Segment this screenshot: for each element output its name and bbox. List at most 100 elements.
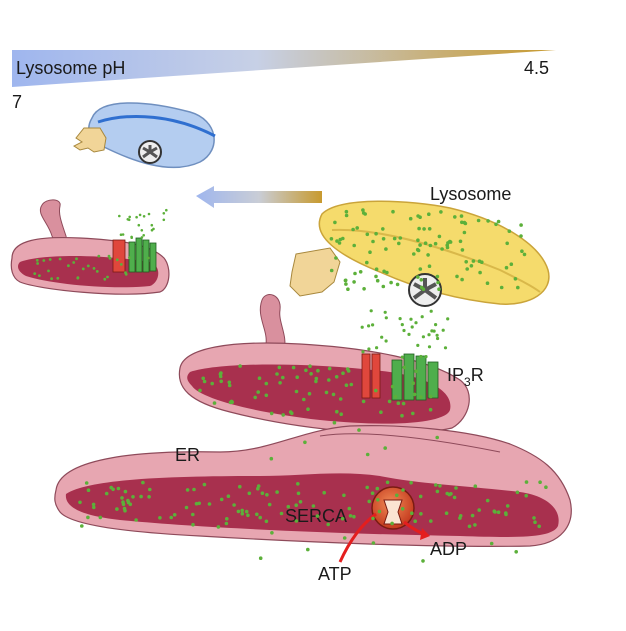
calcium-dot — [412, 252, 416, 256]
calcium-dot — [374, 388, 378, 393]
calcium-dot — [384, 339, 388, 343]
calcium-dot — [460, 277, 464, 282]
calcium-dot — [333, 220, 337, 225]
calcium-dot — [367, 347, 371, 351]
calcium-dot — [371, 541, 376, 545]
ip3r-label: IP3R — [447, 365, 484, 389]
calcium-dot — [428, 243, 433, 248]
calcium-dot — [416, 275, 420, 279]
calcium-dot — [421, 559, 425, 563]
calcium-dot — [407, 332, 411, 336]
calcium-dot — [357, 428, 361, 432]
calcium-dot — [402, 365, 407, 370]
calcium-dot — [226, 494, 231, 499]
calcium-dot — [544, 485, 548, 490]
calcium-dot — [142, 234, 145, 237]
calcium-dot — [304, 368, 308, 373]
calcium-dot — [434, 483, 438, 487]
calcium-dot — [519, 234, 523, 238]
calcium-dot — [361, 399, 366, 404]
calcium-dot — [432, 329, 436, 333]
calcium-dot — [131, 495, 135, 499]
calcium-dot — [194, 501, 199, 506]
calcium-dot — [138, 213, 142, 217]
calcium-dot — [291, 365, 296, 370]
calcium-dot — [224, 521, 229, 526]
calcium-dot — [470, 513, 475, 518]
calcium-dot — [435, 489, 440, 494]
calcium-dot — [413, 519, 418, 523]
lysosome-label: Lysosome — [430, 184, 511, 204]
calcium-dot — [127, 256, 131, 259]
calcium-dot — [294, 519, 299, 523]
calcium-dot — [524, 493, 528, 498]
calcium-dot — [343, 278, 348, 283]
calcium-dot — [314, 376, 319, 381]
direction-arrow-icon — [196, 186, 322, 208]
calcium-dot — [225, 517, 229, 521]
calcium-dot — [128, 215, 131, 219]
calcium-dot — [324, 390, 329, 395]
calcium-dot — [42, 259, 46, 262]
calcium-dot — [436, 280, 440, 285]
calcium-dot — [294, 389, 299, 394]
calcium-dot — [80, 524, 84, 528]
calcium-dot — [400, 323, 404, 327]
calcium-dot — [352, 514, 356, 519]
calcium-dot — [254, 512, 259, 517]
calcium-dot — [429, 394, 433, 399]
calcium-dot — [375, 486, 380, 491]
calcium-dot — [462, 230, 467, 235]
lysosome-receptor-icon — [73, 127, 107, 153]
acidic-lysosome: Lysosome — [289, 184, 550, 307]
calcium-dot — [398, 317, 402, 321]
calcium-dot — [218, 374, 223, 379]
calcium-dot — [409, 480, 413, 485]
calcium-dot — [375, 346, 379, 350]
calcium-dot — [264, 519, 269, 524]
calcium-dot — [91, 502, 96, 507]
calcium-dot — [360, 325, 364, 329]
calcium-dot — [340, 516, 345, 521]
ph-title: Lysosome pH — [16, 58, 125, 78]
calcium-dot — [471, 259, 476, 263]
calcium-dot — [396, 401, 401, 406]
calcium-dot — [365, 485, 370, 490]
calcium-dot — [148, 487, 152, 492]
calcium-dot — [509, 262, 514, 267]
calcium-dot — [361, 350, 365, 354]
calcium-dot — [326, 522, 331, 527]
calcium-dot — [537, 524, 541, 529]
tpc-channel — [361, 353, 381, 399]
calcium-dot — [410, 511, 414, 515]
calcium-dot — [185, 488, 190, 492]
calcium-dot — [344, 383, 349, 388]
calcium-dot — [327, 378, 331, 382]
calcium-dot — [352, 280, 356, 284]
calcium-dot — [433, 241, 438, 246]
small-tpc-channel — [112, 239, 126, 273]
calcium-dot — [486, 219, 490, 223]
calcium-dot — [477, 259, 482, 264]
calcium-dot — [210, 381, 214, 386]
calcium-dot — [515, 490, 520, 495]
serca-pump: SERCA ATP ADP — [285, 486, 467, 584]
calcium-dot — [365, 232, 370, 237]
calcium-dot — [516, 285, 520, 290]
calcium-dot — [436, 336, 440, 341]
calcium-dot — [489, 541, 494, 546]
calcium-dot — [58, 257, 62, 261]
calcium-dot — [48, 258, 52, 261]
er-upper-lumen — [187, 364, 451, 424]
calcium-dot — [116, 486, 121, 491]
calcium-dot — [126, 500, 131, 505]
calcium-dot — [375, 278, 380, 283]
calcium-dot — [191, 512, 195, 517]
calcium-dot — [381, 227, 385, 231]
calcium-dot — [381, 284, 386, 289]
calcium-dot — [419, 395, 423, 399]
calcium-dot — [341, 371, 345, 376]
calcium-dot — [124, 271, 127, 274]
calcium-dot — [277, 365, 282, 370]
